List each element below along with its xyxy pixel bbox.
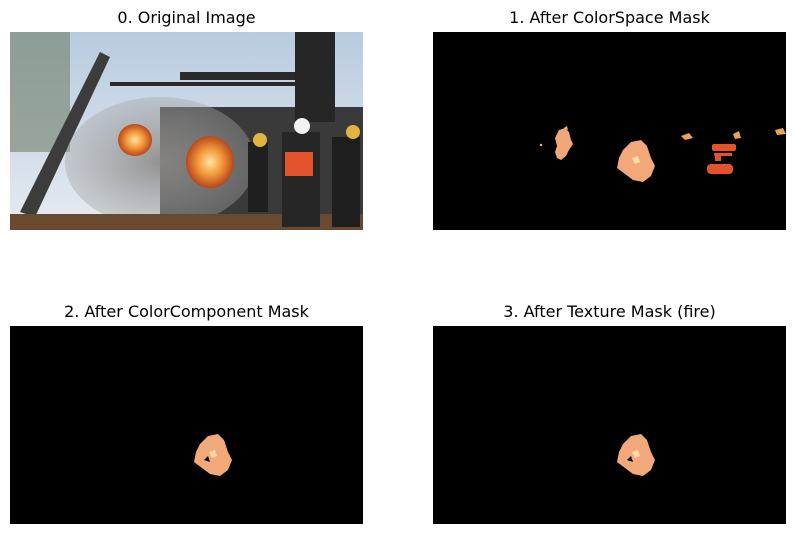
helmet-blob-3 [775, 128, 786, 135]
stairs [20, 52, 110, 217]
ground [10, 214, 363, 230]
smoke-cloud [65, 97, 255, 227]
vest-bit [715, 156, 721, 161]
vest-lower [707, 164, 733, 174]
helmet-blob-1 [681, 133, 693, 140]
panel-title-texture: 3. After Texture Mask (fire) [503, 302, 716, 321]
original-scene [10, 32, 363, 230]
fire-left [118, 124, 152, 156]
fire-hole [204, 456, 210, 462]
panel-texture-mask [433, 326, 786, 524]
panel-title-colorcomponent: 2. After ColorComponent Mask [64, 302, 309, 321]
helmet-blob-2 [733, 131, 741, 139]
panel-colorspace-mask [433, 32, 786, 230]
fire-highlight [632, 156, 640, 164]
noise-dot [539, 143, 543, 147]
panel-original-image [10, 32, 363, 230]
firefighters [248, 118, 360, 227]
vest-stripe-1 [712, 144, 736, 151]
colorspace-mask-image [433, 32, 786, 230]
fire-right [186, 136, 234, 188]
vest-stripe-2 [714, 153, 732, 156]
tank-column [295, 32, 335, 122]
texture-mask-image [433, 326, 786, 524]
fire-blob-small [555, 128, 573, 160]
mask-background [10, 326, 363, 524]
railing-mid [110, 82, 310, 86]
mask-background [433, 326, 786, 524]
fire-highlight [632, 450, 640, 458]
railing-top [180, 72, 330, 80]
panel-colorcomponent-mask [10, 326, 363, 524]
fire-speck [564, 126, 568, 130]
mask-background [433, 32, 786, 230]
panel-title-colorspace: 1. After ColorSpace Mask [509, 8, 710, 27]
fire-hole [627, 456, 633, 462]
panel-title-original: 0. Original Image [117, 8, 256, 27]
colorcomponent-mask-image [10, 326, 363, 524]
fire-highlight [209, 450, 217, 458]
